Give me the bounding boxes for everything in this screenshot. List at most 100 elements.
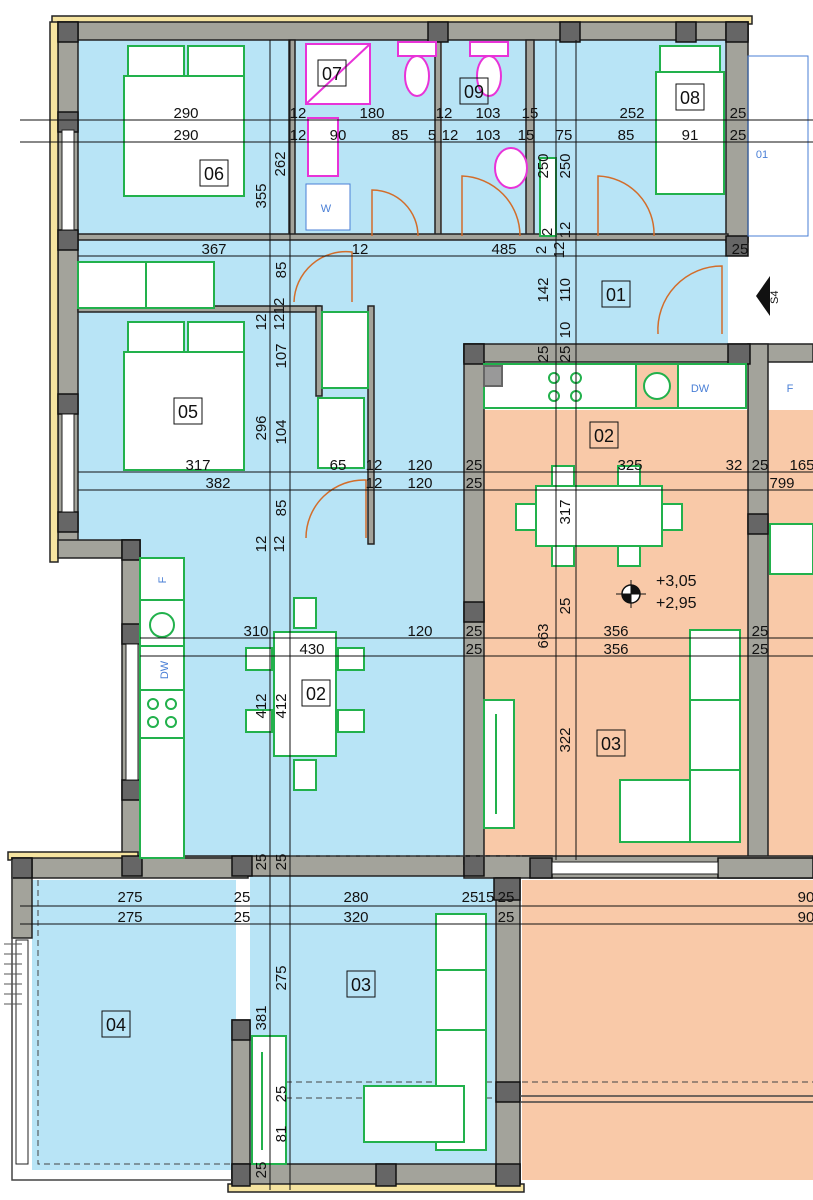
room-label-text: 09 <box>464 82 484 102</box>
dimension-value: 85 <box>618 127 635 144</box>
dimension-value: 104 <box>273 419 290 444</box>
dimension-value: 103 <box>475 127 500 144</box>
single-bed-icon <box>655 45 725 195</box>
appliance-label: DW <box>159 660 171 679</box>
elevation-bottom: +2,95 <box>656 595 697 612</box>
sink-icon <box>149 612 175 638</box>
dimension-value: 25 <box>253 854 270 871</box>
room-label-box <box>675 83 705 111</box>
balcony-radiator <box>4 943 22 1005</box>
cistern <box>397 41 437 57</box>
dimension-value: 663 <box>535 623 552 648</box>
burner <box>165 698 177 710</box>
column <box>495 1163 521 1187</box>
dimension-value: 25 <box>730 105 747 122</box>
washing-machine <box>305 183 351 231</box>
room-label-05: 05 <box>173 397 203 425</box>
dimension-value: 25 <box>498 909 515 926</box>
wall-closet-2 <box>367 305 375 545</box>
chair <box>661 503 683 531</box>
section-arrow-icon <box>756 276 770 316</box>
room-label-box <box>596 729 626 757</box>
sink-icon <box>643 372 671 400</box>
neighbour-right-floor <box>768 410 813 860</box>
closet <box>321 311 369 389</box>
column-markers <box>11 21 813 1187</box>
room-label-text: 01 <box>606 285 626 305</box>
door-swing <box>657 265 723 335</box>
door-swing <box>305 479 367 539</box>
dimension-lines <box>20 40 813 1190</box>
door-swing <box>293 250 353 303</box>
toilet-icon <box>469 41 509 97</box>
dimension-value: 12 <box>290 127 307 144</box>
balcony-line <box>11 860 232 1181</box>
dimension-value: 325 <box>617 457 642 474</box>
elevation-top: +3,05 <box>656 573 697 590</box>
dimension-value: 250 <box>557 153 574 178</box>
dimension-value: 412 <box>273 693 290 718</box>
dimension-value: 110 <box>557 278 574 302</box>
bed-frame <box>123 351 245 471</box>
dimension-value: 12 <box>271 298 288 315</box>
wall-top <box>57 21 749 41</box>
dimension-value: 12 <box>352 241 369 258</box>
sofa-icon <box>619 629 741 843</box>
section-marker: S4 <box>756 276 781 316</box>
column <box>717 857 813 879</box>
room-label-08: 08 <box>675 83 705 111</box>
neighbour-terrace-floor <box>522 880 813 1180</box>
column <box>121 855 143 877</box>
column <box>57 229 79 251</box>
column <box>463 855 485 877</box>
washbasin <box>494 147 528 189</box>
dimension-value: 12 <box>436 105 453 122</box>
bowl <box>404 55 430 97</box>
dimension-value: 25 <box>466 641 483 658</box>
column <box>495 1081 521 1103</box>
tv-icon <box>251 1035 287 1165</box>
sofa-chaise <box>619 779 691 843</box>
dimension-value: 262 <box>272 151 289 176</box>
column <box>57 511 79 533</box>
column <box>121 623 141 645</box>
room-label-01: 01 <box>601 280 631 308</box>
door-swing <box>597 175 655 237</box>
room-label-box <box>601 280 631 308</box>
chair <box>337 647 365 671</box>
dimension-value: 15 <box>478 889 495 906</box>
pillow <box>187 45 245 77</box>
column <box>427 21 449 43</box>
appliance-label: F <box>157 576 169 583</box>
wall-03-right <box>495 877 521 1185</box>
column <box>493 877 521 901</box>
table-top <box>273 631 337 757</box>
toilet-icon <box>397 41 437 97</box>
stove-icon <box>147 698 177 728</box>
room-label-text: 06 <box>204 164 224 184</box>
dimension-value: 25 <box>466 457 483 474</box>
room-label-text: 02 <box>594 426 614 446</box>
dimension-value: 25 <box>273 1086 290 1103</box>
double-bed-icon <box>123 321 245 471</box>
column <box>675 21 697 43</box>
dimension-value: 12 <box>253 314 270 331</box>
room-label-text: 02 <box>306 684 326 704</box>
room-label-text: 04 <box>106 1015 126 1035</box>
burner <box>548 372 560 384</box>
room-label-box <box>459 77 489 105</box>
column <box>57 111 79 133</box>
chair <box>515 503 537 531</box>
room-label-box <box>173 397 203 425</box>
dimension-value: 15 <box>522 105 539 122</box>
burner <box>147 698 159 710</box>
dimension-value: 367 <box>201 241 226 258</box>
dimension-value: 90 <box>798 909 813 926</box>
room-label-06: 06 <box>199 159 229 187</box>
room-label-03: 03 <box>596 729 626 757</box>
table-top <box>535 485 663 547</box>
room-label-text: 07 <box>322 64 342 84</box>
dimension-value: 485 <box>491 241 516 258</box>
